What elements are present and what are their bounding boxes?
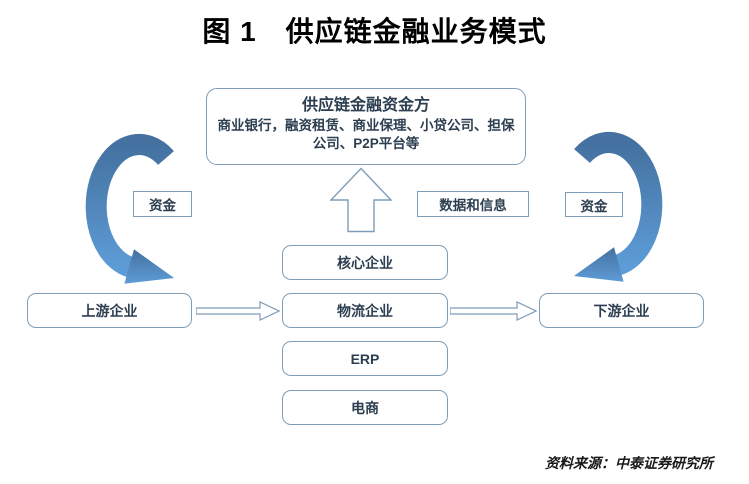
funder-box-subtitle: 商业银行，融资租赁、商业保理、小贷公司、担保公司、P2P平台等 [217,118,515,151]
funder-box-title: 供应链金融资金方 [301,97,430,114]
funder-box: 供应链金融资金方 商业银行，融资租赁、商业保理、小贷公司、担保公司、P2P平台等 [206,88,526,165]
curved-arrow-right-icon [573,132,663,282]
box-upstream-enterprise: 上游企业 [27,293,192,328]
up-block-arrow-icon [330,167,392,233]
box-ecommerce: 电商 [282,390,448,425]
label-funds-left: 资金 [133,191,192,217]
box-erp: ERP [282,341,448,376]
label-funds-right: 资金 [565,192,623,217]
arrow-upstream-to-logistics-icon [196,301,280,321]
source-note: 资料来源：中泰证券研究所 [545,457,713,472]
label-data-and-info: 数据和信息 [417,191,529,217]
box-logistics-enterprise: 物流企业 [282,293,448,328]
arrow-logistics-to-downstream-icon [450,301,537,321]
box-core-enterprise: 核心企业 [282,245,448,280]
box-downstream-enterprise: 下游企业 [539,293,704,328]
figure-title: 图 1 供应链金融业务模式 [202,16,547,47]
curved-arrow-left-icon [85,134,175,284]
